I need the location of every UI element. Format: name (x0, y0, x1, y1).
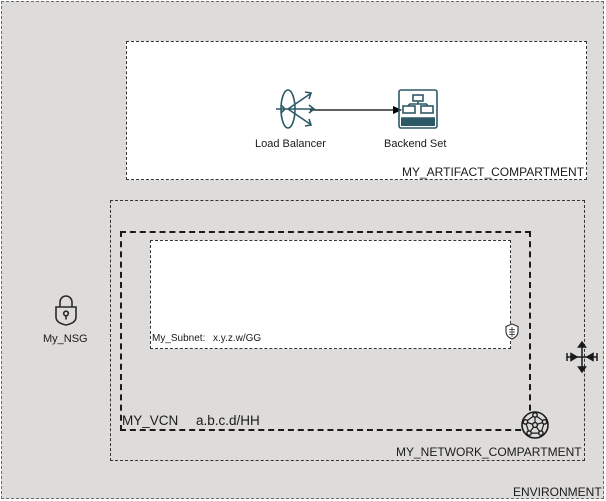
backend-set-label: Backend Set (384, 138, 447, 150)
router-icon[interactable] (565, 340, 599, 374)
padlock-icon[interactable] (54, 294, 78, 326)
network-compartment-label: MY_NETWORK_COMPARTMENT (396, 445, 582, 459)
vcn-container (120, 231, 531, 431)
load-balancer-label: Load Balancer (255, 138, 326, 150)
shield-icon (505, 323, 519, 340)
connector-arrow (310, 106, 402, 114)
artifact-compartment-label: MY_ARTIFACT_COMPARTMENT (402, 165, 585, 179)
backend-set-icon[interactable] (398, 89, 438, 129)
environment-label: ENVIRONMENT (513, 485, 602, 499)
load-balancer-icon[interactable] (274, 88, 316, 130)
vcn-name-label: MY_VCN (122, 413, 179, 428)
subnet-container (150, 240, 511, 349)
nsg-label: My_NSG (43, 333, 88, 345)
subnet-cidr-label: x.y.z.w/GG (213, 333, 262, 344)
network-hub-icon (521, 411, 549, 439)
subnet-name-label: My_Subnet: (152, 333, 206, 344)
vcn-cidr-label: a.b.c.d/HH (196, 413, 260, 428)
